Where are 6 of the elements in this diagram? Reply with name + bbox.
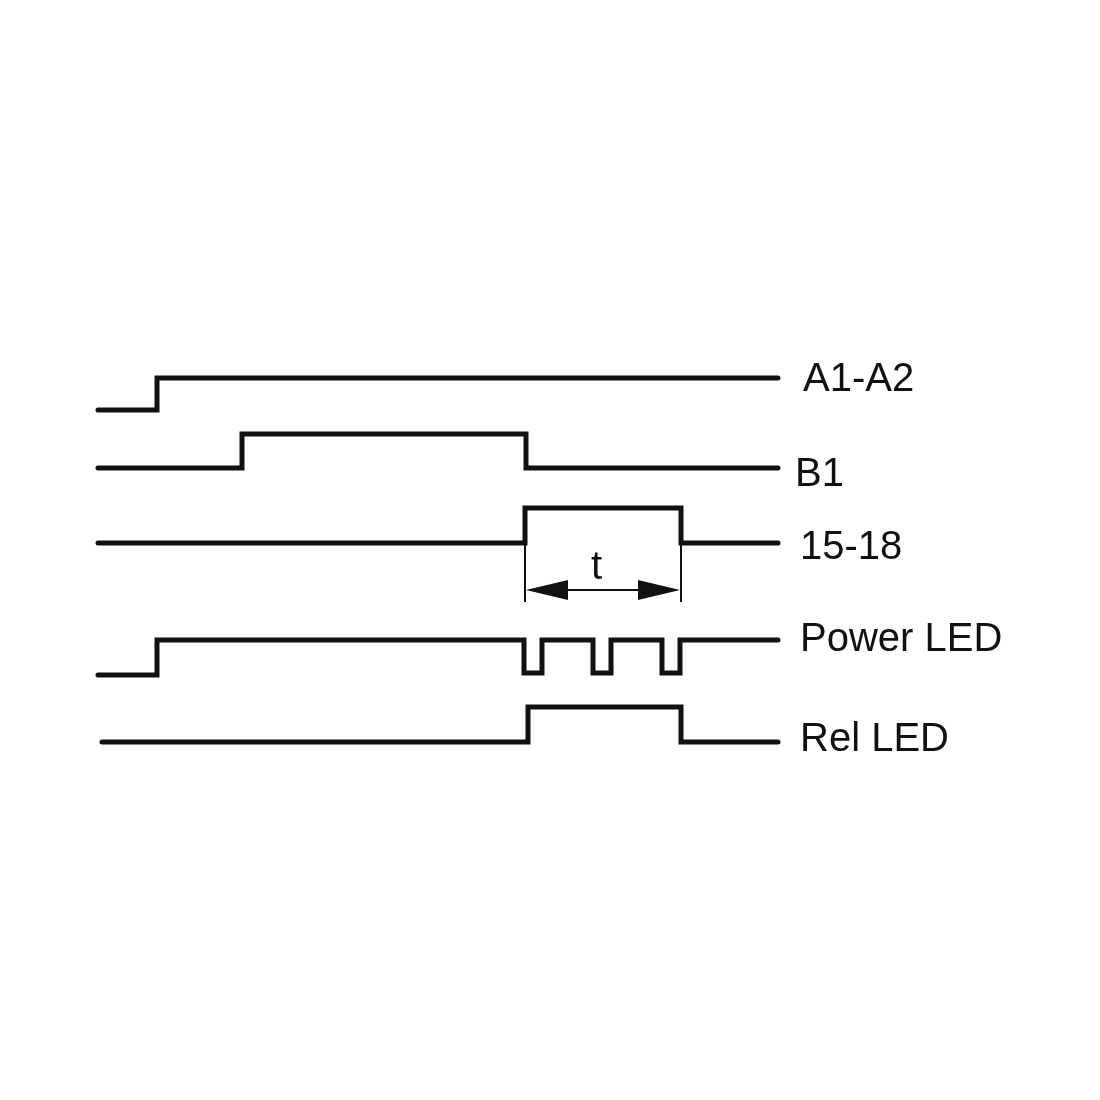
signal-label: 15-18 xyxy=(800,525,903,565)
signal-label: B1 xyxy=(795,452,844,492)
signal-label: Rel LED xyxy=(800,717,949,757)
signal-label: A1-A2 xyxy=(803,357,915,397)
dimension-label: t xyxy=(591,545,603,585)
signal-label: Power LED xyxy=(800,617,1003,657)
